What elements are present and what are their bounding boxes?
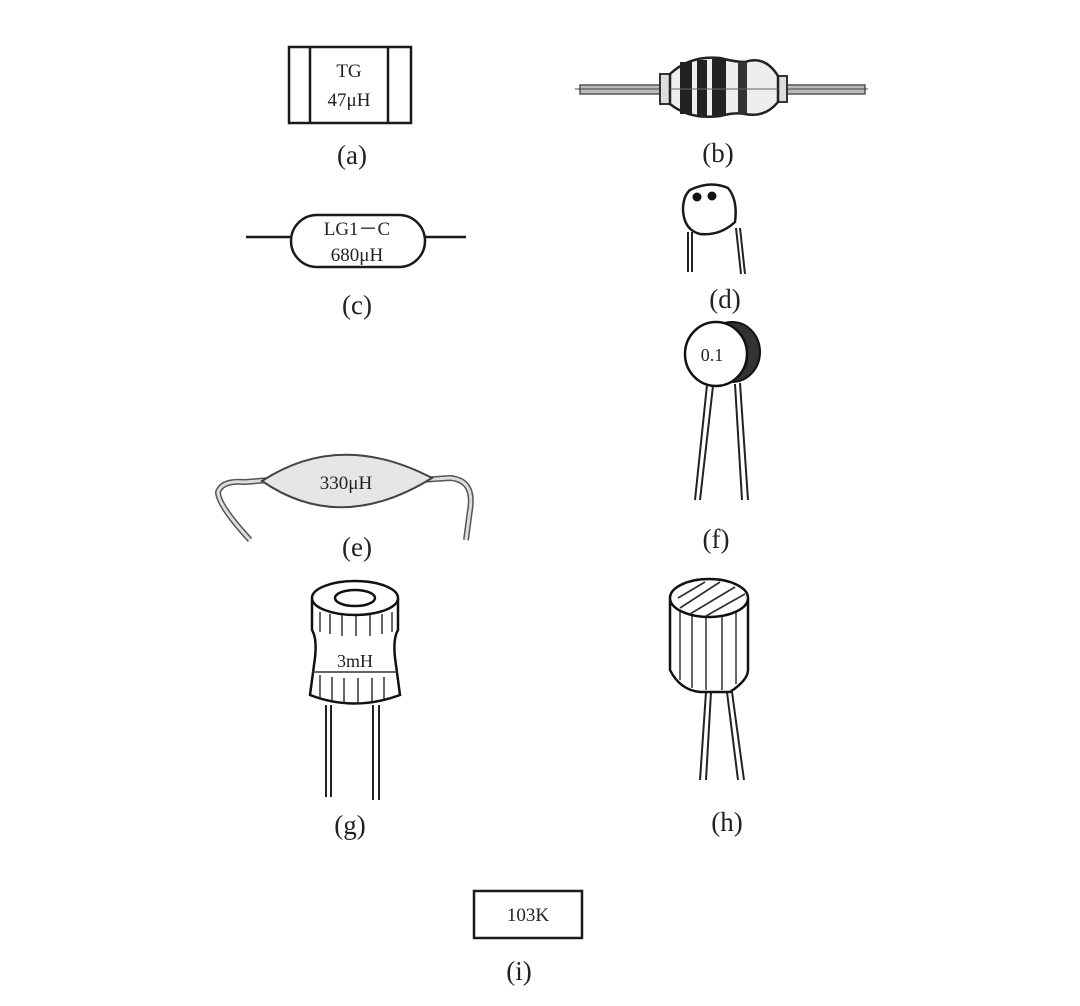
- figure-label-c: (c): [342, 290, 372, 320]
- part-marking-g: 3mH: [337, 651, 373, 671]
- part-marking-a2: 47μH: [328, 90, 371, 111]
- part-marking-c1: LG1－C: [324, 219, 391, 240]
- figure-h-cylindrical-inductor: (h): [668, 577, 750, 837]
- part-marking-a1: TG: [336, 61, 362, 82]
- figure-label-e: (e): [342, 532, 372, 562]
- figure-label-i: (i): [506, 956, 531, 986]
- figure-label-h: (h): [711, 807, 742, 837]
- figure-f-disc-inductor: 0.1 (f): [683, 320, 761, 554]
- part-marking-c2: 680μH: [331, 245, 384, 266]
- figure-b-color-ring-inductor: (b): [575, 56, 868, 168]
- figure-g-drum-inductor: 3mH (g): [308, 579, 402, 840]
- part-marking-f: 0.1: [701, 345, 724, 365]
- part-marking-e: 330μH: [320, 473, 373, 494]
- figure-label-g: (g): [334, 810, 365, 840]
- figure-label-f: (f): [703, 524, 730, 554]
- figure-label-b: (b): [702, 138, 733, 168]
- figure-d-bead-inductor: (d): [681, 183, 746, 314]
- part-marking-i: 103K: [507, 905, 550, 926]
- figure-a-chip-inductor: TG 47μH (a): [287, 45, 413, 170]
- figure-c-molded-inductor: LG1－C 680μH (c): [246, 213, 466, 320]
- figure-e-encapsulated-inductor: 330μH (e): [214, 453, 474, 562]
- figure-label-d: (d): [709, 284, 740, 314]
- figure-label-a: (a): [337, 140, 367, 170]
- figure-i-chip-inductor-103k: 103K (i): [472, 889, 584, 986]
